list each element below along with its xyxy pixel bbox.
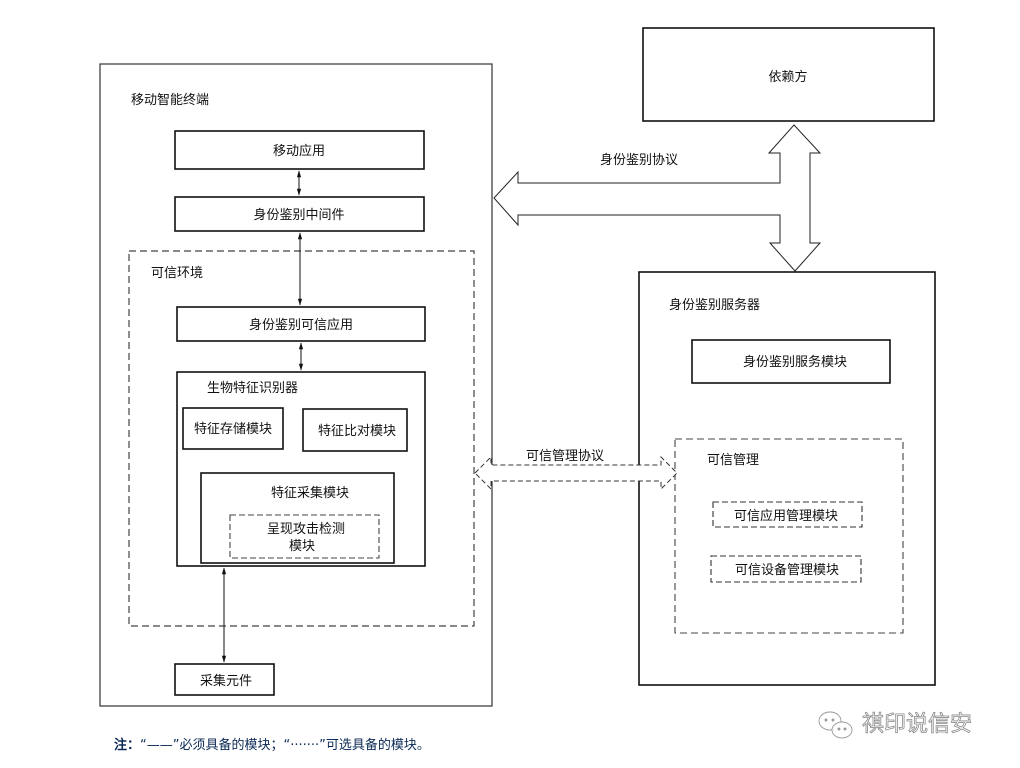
- trusted-env-title: 可信环境: [151, 266, 203, 281]
- trusted-device-mgmt-box: [710, 555, 862, 583]
- pad-module-line1: 呈现攻击检测: [267, 522, 345, 537]
- mobile-app-box: [174, 130, 425, 170]
- trusted-env-box: [128, 250, 475, 627]
- capture-element-box: [174, 663, 275, 696]
- trusted-app-mgmt-label: 可信应用管理模块: [734, 508, 838, 524]
- auth-service-module-label: 身份鉴别服务模块: [743, 354, 847, 370]
- auth-server-title: 身份鉴别服务器: [669, 297, 760, 313]
- relying-party-box: [642, 27, 935, 122]
- biometric-recognizer-title: 生物特征识别器: [207, 381, 298, 396]
- watermark-text: 祺印说信安: [862, 712, 972, 737]
- feature-capture-label: 特征采集模块: [271, 485, 349, 501]
- wechat-icon: [818, 711, 853, 739]
- pad-module-box: [229, 514, 380, 559]
- legend-note-text: “——”必须具备的模块；“·······”可选具备的模块。: [140, 737, 430, 753]
- legend-note: 注：“——”必须具备的模块；“·······”可选具备的模块。: [114, 737, 430, 753]
- trusted-auth-app-box: [176, 306, 426, 342]
- trusted-mgmt-protocol-arrow: [474, 455, 678, 491]
- mobile-app-label: 移动应用: [273, 143, 325, 159]
- pad-module-line2: 模块: [289, 539, 315, 554]
- capture-element-label: 采集元件: [200, 673, 252, 689]
- auth-service-module-box: [691, 339, 891, 384]
- relying-party-label: 依赖方: [768, 69, 807, 85]
- trusted-device-mgmt-label: 可信设备管理模块: [735, 562, 839, 578]
- feature-storage-label: 特征存储模块: [194, 422, 272, 437]
- trusted-mgmt-box: [674, 438, 904, 634]
- trusted-app-mgmt-box: [712, 501, 863, 528]
- auth-middleware-label: 身份鉴别中间件: [253, 207, 344, 223]
- trusted-mgmt-protocol-label: 可信管理协议: [526, 449, 604, 464]
- auth-middleware-box: [174, 196, 425, 232]
- feature-storage-box: [182, 407, 284, 450]
- auth-protocol-arrow: [493, 124, 822, 272]
- mobile-terminal-box: [99, 63, 493, 707]
- auth-protocol-label: 身份鉴别协议: [600, 152, 678, 168]
- feature-compare-label: 特征比对模块: [318, 424, 396, 439]
- trusted-auth-app-label: 身份鉴别可信应用: [249, 317, 353, 333]
- auth-server-box: [638, 271, 936, 686]
- legend-note-prefix: 注：: [114, 737, 140, 753]
- feature-compare-box: [302, 408, 408, 452]
- trusted-mgmt-title: 可信管理: [707, 453, 759, 468]
- mobile-terminal-title: 移动智能终端: [131, 92, 209, 108]
